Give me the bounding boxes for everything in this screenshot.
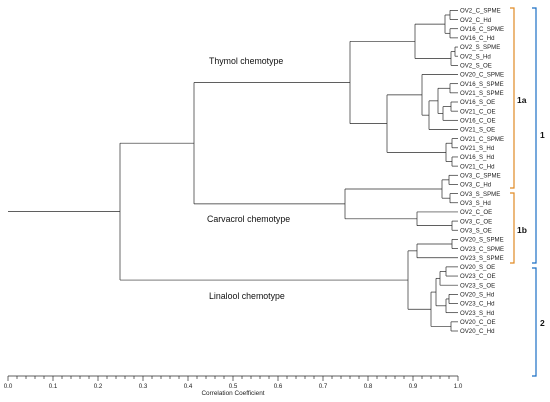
cluster-brackets: [510, 7, 537, 377]
tick-label: 0.9: [409, 383, 418, 390]
leaf-label: OV23_C_Hd: [460, 301, 495, 308]
tick-label: 0.5: [229, 383, 238, 390]
leaf-label: OV23_S_SPME: [460, 255, 504, 262]
bracket-1b: [510, 192, 515, 264]
leaf-label: OV16_C_OE: [460, 118, 496, 125]
carvacrol-chemotype-label: Carvacrol chemotype: [207, 214, 290, 224]
tick-label: 0.0: [4, 383, 13, 390]
x-axis-title: Correlation Coefficient: [201, 390, 264, 397]
leaf-label: OV2_S_OE: [460, 63, 492, 70]
thymol-chemotype-label: Thymol chemotype: [209, 56, 283, 66]
leaf-label: OV3_S_SPME: [460, 191, 500, 198]
bracket-2: [532, 267, 537, 377]
leaf-label: OV2_C_SPME: [460, 8, 501, 15]
leaf-label: OV16_S_OE: [460, 99, 495, 106]
tick-label: 0.7: [319, 383, 328, 390]
bracket-1a: [510, 7, 515, 189]
leaf-label: OV2_C_Hd: [460, 17, 491, 24]
tick-label: 0.2: [94, 383, 103, 390]
tick-label: 0.8: [364, 383, 373, 390]
leaf-label: OV23_C_OE: [460, 273, 496, 280]
tick-label: 0.1: [49, 383, 58, 390]
tick-label: 1.0: [454, 383, 463, 390]
cluster-1-label: 1: [540, 130, 545, 140]
leaf-label: OV3_S_Hd: [460, 200, 491, 207]
leaf-label: OV20_C_OE: [460, 319, 496, 326]
leaf-label: OV16_S_Hd: [460, 154, 494, 161]
leaf-label: OV21_S_Hd: [460, 145, 494, 152]
leaf-label: OV2_S_Hd: [460, 53, 491, 60]
leaf-label: OV23_C_SPME: [460, 246, 504, 253]
tick-label: 0.6: [274, 383, 283, 390]
bracket-1: [532, 7, 537, 264]
leaf-label: OV2_S_SPME: [460, 44, 500, 51]
leaf-label: OV20_C_Hd: [460, 328, 495, 335]
leaf-label: OV3_C_Hd: [460, 182, 491, 189]
leaf-label: OV16_C_SPME: [460, 26, 504, 33]
cluster-1b-label: 1b: [517, 225, 527, 235]
leaf-label: OV21_S_SPME: [460, 90, 504, 97]
leaf-label: OV21_C_OE: [460, 108, 496, 115]
leaf-label: OV20_S_Hd: [460, 292, 494, 299]
leaf-label: OV21_C_SPME: [460, 136, 504, 143]
leaf-label: OV20_S_SPME: [460, 237, 504, 244]
leaf-label: OV3_C_SPME: [460, 172, 501, 179]
leaf-label: OV21_S_OE: [460, 127, 495, 134]
leaf-label: OV23_S_Hd: [460, 310, 494, 317]
leaf-label: OV16_S_SPME: [460, 81, 504, 88]
leaf-label: OV21_C_Hd: [460, 163, 495, 170]
leaf-label: OV2_C_OE: [460, 209, 492, 216]
leaf-label: OV23_S_OE: [460, 282, 495, 289]
linalool-chemotype-label: Linalool chemotype: [209, 291, 285, 301]
cluster-2-label: 2: [540, 318, 545, 328]
cluster-1a-label: 1a: [517, 95, 527, 105]
leaf-label: OV3_C_OE: [460, 218, 492, 225]
leaf-label: OV20_S_OE: [460, 264, 495, 271]
leaf-label: OV3_S_OE: [460, 227, 492, 234]
tick-label: 0.4: [184, 383, 193, 390]
leaf-label: OV20_C_SPME: [460, 72, 504, 79]
tick-label: 0.3: [139, 383, 148, 390]
x-axis: 0.0 0.1 0.2 0.3 0.4 0.5 0.6 0.7 0.8 0.9 1.0: [4, 375, 463, 390]
leaf-label: OV16_C_Hd: [460, 35, 495, 42]
dendrogram-branches: [8, 10, 458, 332]
